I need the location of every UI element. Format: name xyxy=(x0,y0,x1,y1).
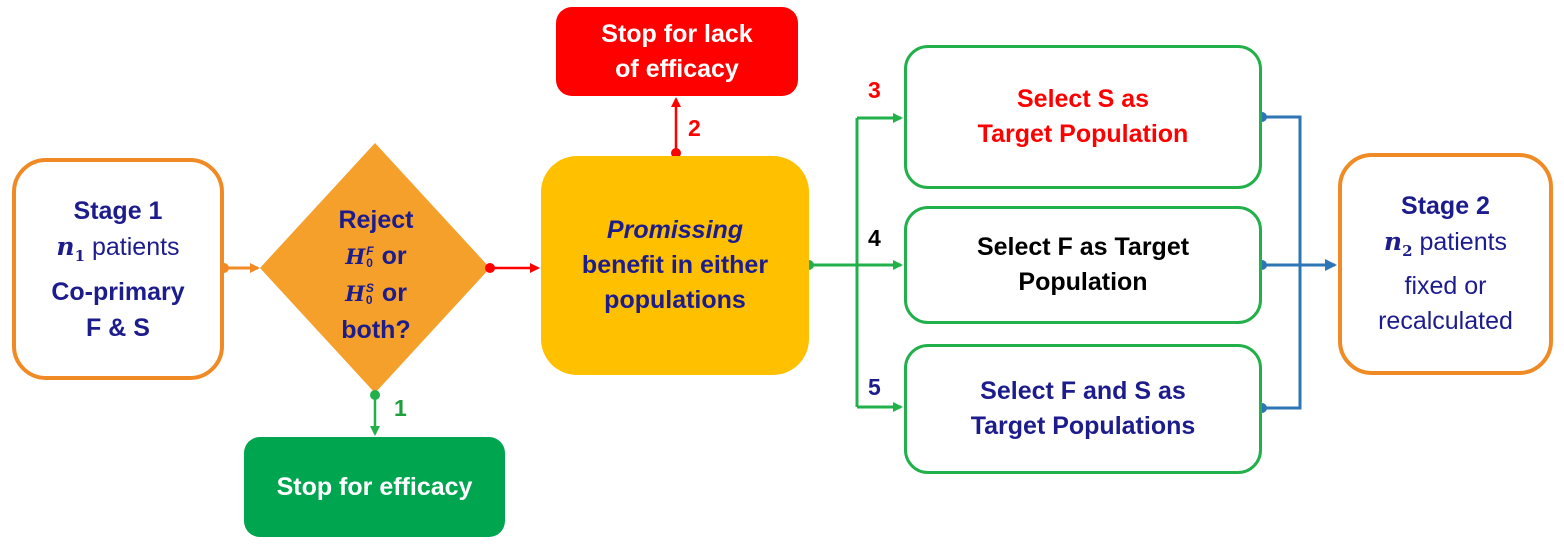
stop-efficacy-label: Stop for efficacy xyxy=(276,472,473,501)
decision-diamond xyxy=(260,143,490,393)
stage2-recalculated: recalculated xyxy=(1378,307,1513,335)
n-symbol: n1 xyxy=(56,231,86,265)
promising-line1: Promissing xyxy=(606,216,744,244)
bracket-merge xyxy=(1262,115,1302,410)
promising-box: Promissing benefit in either populations xyxy=(541,156,809,375)
select-s-line2: Target Population xyxy=(977,120,1189,148)
select-s-box: Select S as Target Population xyxy=(904,45,1262,189)
decision-both: both? xyxy=(341,316,411,344)
branch-number-4: 4 xyxy=(868,225,881,251)
stop-lack-box: Stop for lack of efficacy xyxy=(556,7,798,96)
select-fs-line2: Target Populations xyxy=(970,412,1196,440)
decision-reject: Reject xyxy=(338,206,414,234)
connector-dot xyxy=(485,263,495,273)
select-f-line2: Population xyxy=(1018,268,1148,296)
stage1-populations: F & S xyxy=(86,313,150,342)
select-f-box: Select F as Target Population xyxy=(904,206,1262,324)
select-fs-box: Select F and S as Target Populations xyxy=(904,344,1262,474)
branch-number-1: 1 xyxy=(394,395,407,421)
n-symbol: n2 xyxy=(1383,227,1413,260)
select-fs-line1: Select F and S as xyxy=(980,377,1186,405)
stage2-patients: n2 patients xyxy=(1383,227,1508,260)
connector-dot xyxy=(370,390,380,400)
branch-number-5: 5 xyxy=(868,374,881,400)
stage2-fixed: fixed or xyxy=(1404,272,1487,300)
stage2-box: Stage 2 n2 patients fixed or recalculate… xyxy=(1338,153,1553,375)
stage1-box: Stage 1 n1 patients Co-primary F & S xyxy=(12,158,224,380)
promising-line2: benefit in either xyxy=(581,251,769,279)
connector-dot xyxy=(671,148,681,158)
stage2-title: Stage 2 xyxy=(1401,192,1490,220)
stop-lack-line1: Stop for lack xyxy=(601,19,753,48)
branch-number-2: 2 xyxy=(688,115,701,141)
stage1-coprimary: Co-primary xyxy=(51,277,185,306)
stage1-patients: n1 patients xyxy=(56,231,180,265)
select-s-line1: Select S as xyxy=(1016,85,1150,113)
select-f-line1: Select F as Target xyxy=(976,233,1190,261)
stop-efficacy-box: Stop for efficacy xyxy=(244,437,505,537)
promising-line3: populations xyxy=(604,286,746,314)
stop-lack-line2: of efficacy xyxy=(615,54,739,83)
stage1-title: Stage 1 xyxy=(73,196,163,225)
branch-number-3: 3 xyxy=(868,77,881,103)
